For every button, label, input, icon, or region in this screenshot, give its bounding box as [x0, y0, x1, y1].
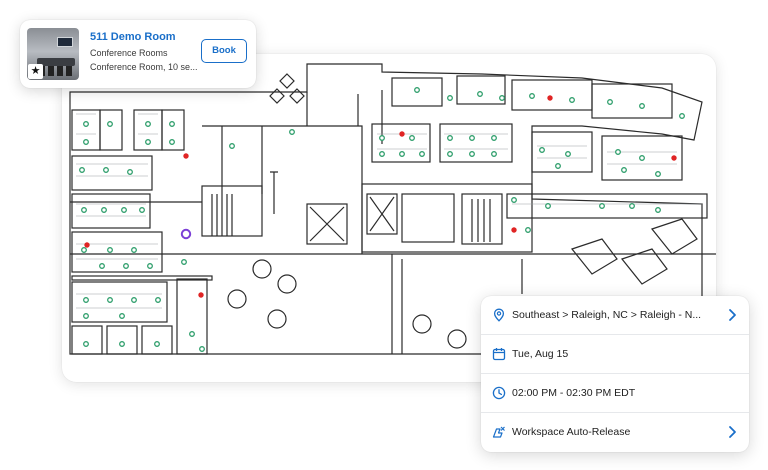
- auto-release-row[interactable]: Workspace Auto-Release: [481, 413, 749, 452]
- floor-plan-drawing: [69, 63, 716, 355]
- location-row[interactable]: Southeast > Raleigh, NC > Raleigh - N...: [481, 296, 749, 335]
- chevron-right-icon[interactable]: [727, 308, 737, 322]
- date-text: Tue, Aug 15: [512, 348, 569, 360]
- date-row[interactable]: Tue, Aug 15: [481, 335, 749, 374]
- room-name[interactable]: 511 Demo Room: [90, 31, 176, 43]
- room-photo: ★: [27, 28, 79, 80]
- time-row[interactable]: 02:00 PM - 02:30 PM EDT: [481, 374, 749, 413]
- book-button[interactable]: Book: [201, 39, 247, 63]
- calendar-icon: [492, 348, 506, 361]
- booking-details-panel: Southeast > Raleigh, NC > Raleigh - N...…: [481, 296, 749, 452]
- time-text: 02:00 PM - 02:30 PM EDT: [512, 387, 636, 399]
- location-text: Southeast > Raleigh, NC > Raleigh - N...: [512, 309, 702, 321]
- room-type: Conference Rooms: [90, 48, 168, 58]
- clock-icon: [492, 386, 506, 400]
- workspace-release-icon: [492, 426, 505, 438]
- room-description: Conference Room, 10 se...: [90, 62, 198, 72]
- auto-release-text: Workspace Auto-Release: [512, 426, 631, 438]
- chevron-right-icon[interactable]: [727, 425, 737, 439]
- star-icon: ★: [28, 64, 43, 79]
- floor-plan-map[interactable]: [62, 54, 716, 382]
- location-pin-icon: [493, 308, 505, 322]
- room-info-card[interactable]: ★ 511 Demo Room Conference Rooms Confere…: [20, 20, 256, 88]
